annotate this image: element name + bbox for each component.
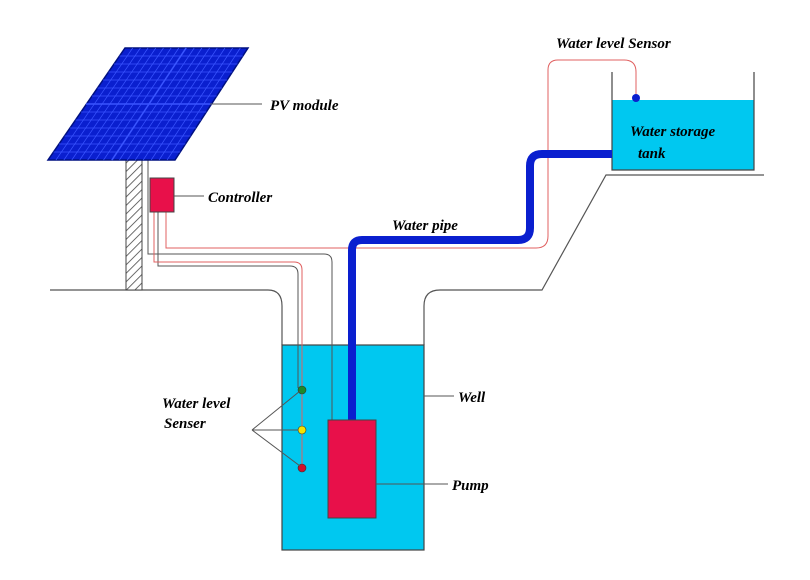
pv-panel: [46, 47, 250, 161]
senser-leader-red: [251, 429, 301, 467]
tank-label-line2: tank: [638, 146, 666, 162]
ground-line: [50, 289, 283, 345]
pump-label: Pump: [452, 478, 489, 494]
senser-leader-green: [251, 390, 301, 431]
tank-label-line1: Water storage: [630, 124, 715, 140]
senser-label-line2: Senser: [164, 416, 206, 432]
controller-box: [149, 177, 175, 213]
gray-wire-inner: [157, 212, 299, 388]
controller-label: Controller: [208, 190, 272, 206]
pump-body: [327, 419, 377, 519]
senser-label-line1: Water level: [162, 396, 231, 412]
sensor-green-probe-dot-icon: [297, 385, 307, 395]
red-wire-sensor: [153, 212, 303, 468]
gray-wire-outer: [147, 160, 333, 420]
ground-right-line: [423, 174, 764, 345]
pv-module-label: PV module: [270, 98, 339, 114]
tank-water: [612, 100, 754, 170]
sensor-yellow-probe-dot-icon: [297, 425, 307, 435]
tank-outline: [611, 72, 755, 171]
water-pipe-label: Water pipe: [392, 218, 458, 234]
red-wire-tank: [165, 59, 637, 249]
well-label: Well: [458, 390, 486, 406]
hatched-pole-icon: [125, 159, 143, 291]
tank-sensor-probe-dot-icon: [632, 94, 640, 102]
tank-sensor-label: Water level Sensor: [556, 36, 671, 52]
water-pipe: [348, 150, 612, 420]
